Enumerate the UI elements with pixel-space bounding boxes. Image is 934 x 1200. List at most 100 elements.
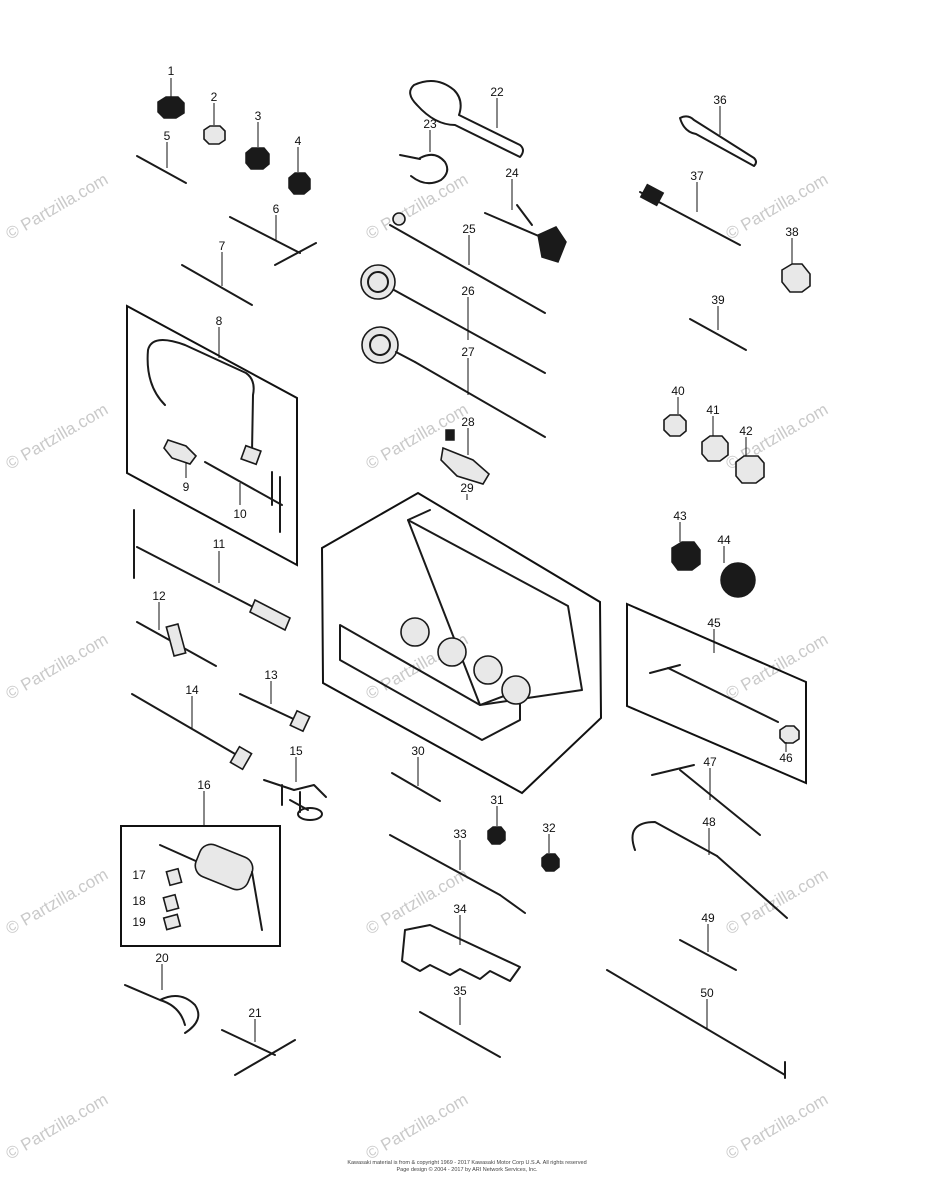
callout-14: 14 (185, 683, 199, 697)
part-19-adapter[interactable]: 19 (132, 913, 182, 931)
part-23-clamp[interactable]: 23 (399, 117, 449, 185)
part-44-knurled-cap[interactable]: 44 (717, 533, 756, 598)
callout-30: 30 (411, 744, 425, 758)
part-49-sleeve[interactable]: 49 (679, 911, 737, 971)
part-11-l-wrench[interactable]: 11 (133, 509, 292, 632)
part-47-t-wrench[interactable]: 47 (651, 755, 761, 836)
part-28-valve[interactable]: 28 (440, 415, 491, 485)
part-34-plate[interactable]: 34 (401, 902, 521, 982)
callout-1: 1 (168, 64, 175, 78)
callout-49: 49 (701, 911, 715, 925)
callout-18: 18 (132, 894, 146, 908)
part-7-rod[interactable]: 7 (181, 239, 253, 306)
part-40-bushing[interactable]: 40 (663, 384, 687, 437)
callout-48: 48 (702, 815, 716, 829)
kit-29-tester-case[interactable]: 29 (320, 481, 603, 795)
callout-33: 33 (453, 827, 467, 841)
callout-9: 9 (183, 480, 190, 494)
watermark: © Partzilla.com (3, 865, 112, 939)
callout-6: 6 (273, 202, 280, 216)
part-18-adapter[interactable]: 18 (132, 893, 180, 913)
part-5-pin[interactable]: 5 (136, 129, 187, 184)
callout-27: 27 (461, 345, 475, 359)
watermark: © Partzilla.com (3, 1090, 112, 1164)
callout-29: 29 (460, 481, 474, 495)
callout-36: 36 (713, 93, 727, 107)
watermark: © Partzilla.com (723, 630, 832, 704)
callout-4: 4 (295, 134, 302, 148)
callout-15: 15 (289, 744, 303, 758)
callout-13: 13 (264, 668, 278, 682)
callout-39: 39 (711, 293, 725, 307)
part-26-compression-gauge[interactable]: 26 (360, 264, 546, 374)
part-30-pin[interactable]: 30 (391, 744, 441, 802)
callout-16: 16 (197, 778, 211, 792)
part-25-gauge-adapter[interactable]: 25 (389, 212, 546, 314)
callout-22: 22 (490, 85, 504, 99)
part-13-socket-bar[interactable]: 13 (239, 668, 311, 733)
part-15-puller[interactable]: 15 (263, 744, 327, 821)
callout-25: 25 (462, 222, 476, 236)
part-21-t-driver[interactable]: 21 (221, 1006, 296, 1076)
part-3-socket[interactable]: 3 (245, 109, 270, 170)
part-17-adapter[interactable]: 17 (132, 867, 183, 887)
part-46-adapter[interactable]: 46 (779, 725, 800, 765)
callout-21: 21 (248, 1006, 262, 1020)
part-33-driver[interactable]: 33 (389, 827, 526, 914)
part-2-socket[interactable]: 2 (203, 90, 226, 145)
part-43-collar[interactable]: 43 (671, 509, 701, 571)
part-4-socket[interactable]: 4 (288, 134, 311, 195)
part-27-gauge[interactable]: 27 (361, 326, 546, 438)
kit-45-frame[interactable]: 45 (626, 602, 807, 785)
part-39-driver[interactable]: 39 (689, 293, 747, 351)
callout-35: 35 (453, 984, 467, 998)
callout-26: 26 (461, 284, 475, 298)
callout-20: 20 (155, 951, 169, 965)
part-6-t-handle[interactable]: 6 (229, 202, 317, 266)
part-32-fitting[interactable]: 32 (541, 821, 560, 872)
callout-42: 42 (739, 424, 753, 438)
part-37-handle[interactable]: 37 (639, 169, 741, 246)
callout-23: 23 (423, 117, 437, 131)
part-14-extension[interactable]: 14 (131, 683, 253, 771)
part-48-hook[interactable]: 48 (631, 815, 788, 919)
callout-24: 24 (505, 166, 519, 180)
callout-50: 50 (700, 986, 714, 1000)
callout-44: 44 (717, 533, 731, 547)
callout-19: 19 (132, 915, 146, 929)
copyright-line: Kawasaki material is from & copyright 19… (347, 1160, 587, 1166)
part-1-nut[interactable]: 1 (157, 64, 185, 119)
callout-45: 45 (707, 616, 721, 630)
callout-34: 34 (453, 902, 467, 916)
watermark: © Partzilla.com (723, 1090, 832, 1164)
part-24-handle[interactable]: 24 (484, 166, 567, 263)
part-22-hook-wrench[interactable]: 22 (409, 80, 524, 158)
callout-10: 10 (233, 507, 247, 521)
callout-7: 7 (219, 239, 226, 253)
kit-16-frame[interactable]: 16 (120, 778, 281, 947)
kit-8-frame[interactable]: 8 (126, 304, 298, 567)
part-42-bushing[interactable]: 42 (735, 424, 765, 484)
part-35-installer[interactable]: 35 (419, 984, 501, 1058)
watermark: © Partzilla.com (3, 170, 112, 244)
callout-5: 5 (164, 129, 171, 143)
part-31-nut[interactable]: 31 (487, 793, 506, 845)
part-20-holder[interactable]: 20 (124, 951, 200, 1034)
part-36-spanner[interactable]: 36 (679, 93, 757, 167)
watermark: © Partzilla.com (723, 170, 832, 244)
part-50-rod[interactable]: 50 (606, 969, 786, 1079)
callout-47: 47 (703, 755, 717, 769)
callout-41: 41 (706, 403, 720, 417)
callout-31: 31 (490, 793, 504, 807)
part-10-t-wrench[interactable]: 10 (204, 461, 283, 533)
callout-3: 3 (255, 109, 262, 123)
part-12-t-socket[interactable]: 12 (136, 589, 217, 667)
callout-17: 17 (132, 868, 146, 882)
callout-37: 37 (690, 169, 704, 183)
part-38-cap[interactable]: 38 (781, 225, 811, 293)
callout-43: 43 (673, 509, 687, 523)
part-41-bushing[interactable]: 41 (701, 403, 729, 462)
part-9-adapter[interactable]: 9 (163, 439, 198, 494)
callout-46: 46 (779, 751, 793, 765)
